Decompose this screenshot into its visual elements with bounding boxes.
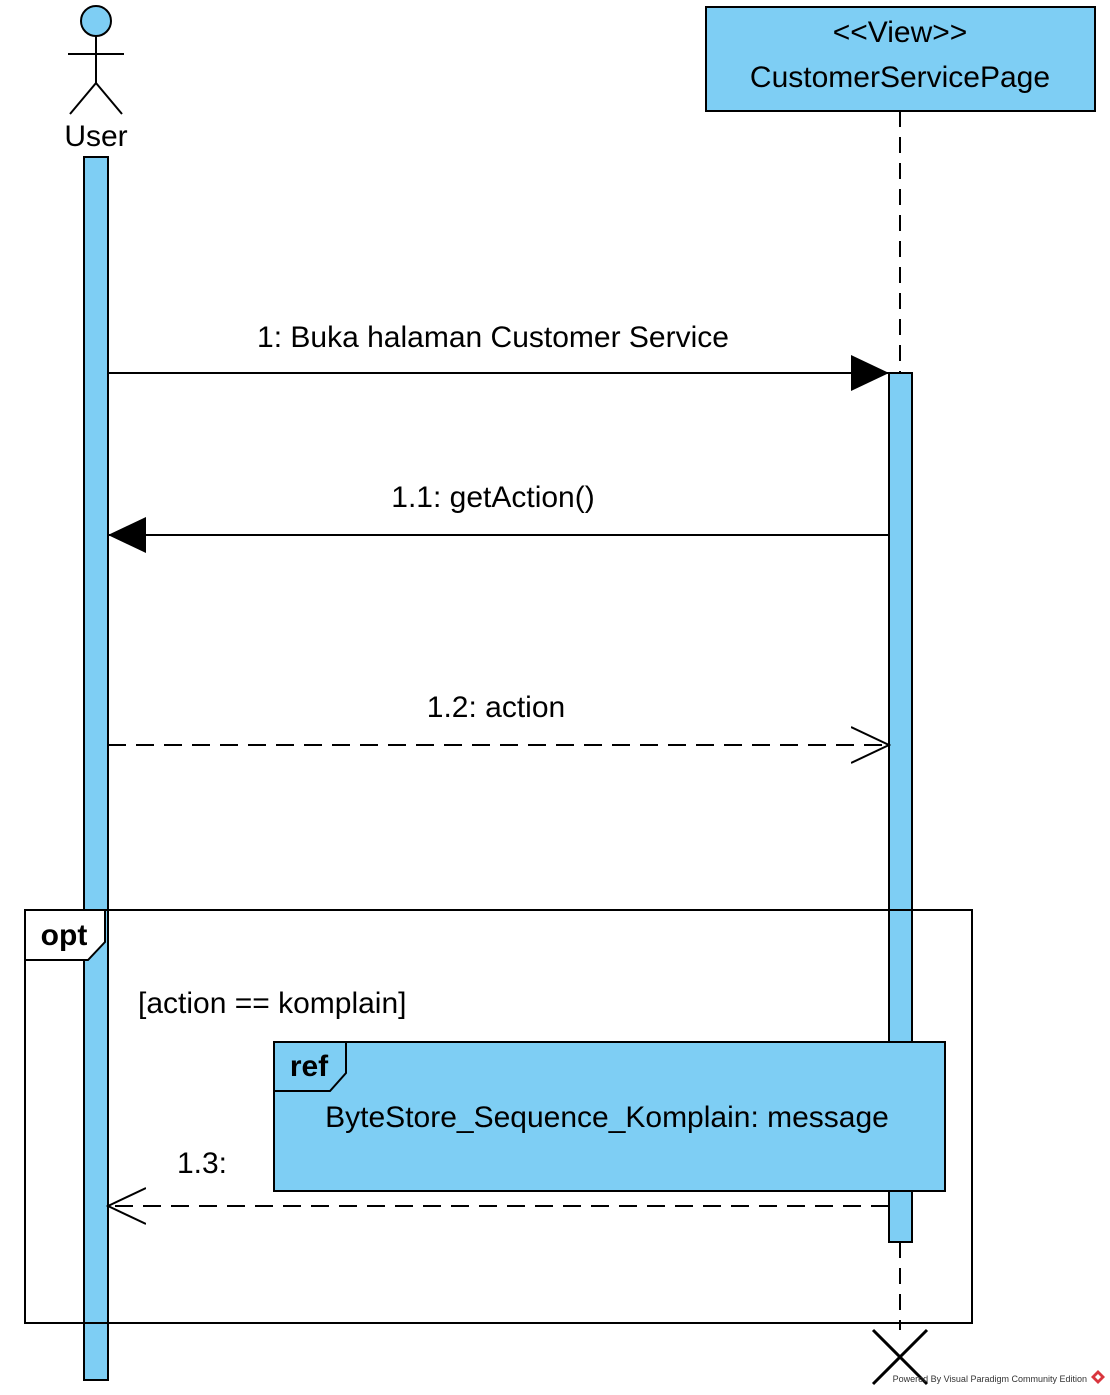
message-1-1-label: 1.1: getAction() bbox=[391, 481, 594, 514]
opt-guard: [action == komplain] bbox=[138, 987, 407, 1020]
ref-fragment: ref ByteStore_Sequence_Komplain: message bbox=[273, 1041, 946, 1192]
actor-head-icon bbox=[80, 5, 112, 37]
view-lifeline-label: CustomerServicePage bbox=[750, 61, 1050, 94]
opt-fragment-tag: opt bbox=[41, 919, 88, 952]
destroy-icon bbox=[871, 1328, 929, 1386]
user-lifeline-label: User bbox=[64, 120, 127, 153]
watermark-text: Powered By Visual Paradigm Community Edi… bbox=[893, 1374, 1087, 1384]
ref-fragment-tag: ref bbox=[290, 1050, 329, 1083]
visual-paradigm-logo-icon bbox=[1091, 1370, 1105, 1384]
watermark: Powered By Visual Paradigm Community Edi… bbox=[893, 1370, 1105, 1384]
user-activation-bar bbox=[83, 156, 109, 1381]
ref-fragment-text: ByteStore_Sequence_Komplain: message bbox=[325, 1101, 889, 1134]
user-actor: User bbox=[64, 5, 128, 153]
message-1-2-label: 1.2: action bbox=[427, 691, 565, 724]
opt-fragment: opt [action == komplain] bbox=[24, 909, 973, 1324]
message-1: 1: Buka halaman Customer Service bbox=[108, 321, 889, 391]
message-1-3-label: 1.3: bbox=[177, 1147, 227, 1180]
view-stereotype: <<View>> bbox=[833, 16, 968, 49]
message-1-2: 1.2: action bbox=[108, 691, 889, 745]
message-1-1: 1.1: getAction() bbox=[108, 481, 889, 553]
view-lifeline-head: <<View>> CustomerServicePage bbox=[705, 6, 1096, 112]
view-activation-bar bbox=[888, 372, 913, 1243]
message-1-label: 1: Buka halaman Customer Service bbox=[257, 321, 729, 354]
message-1-3: 1.3: bbox=[108, 1147, 889, 1206]
